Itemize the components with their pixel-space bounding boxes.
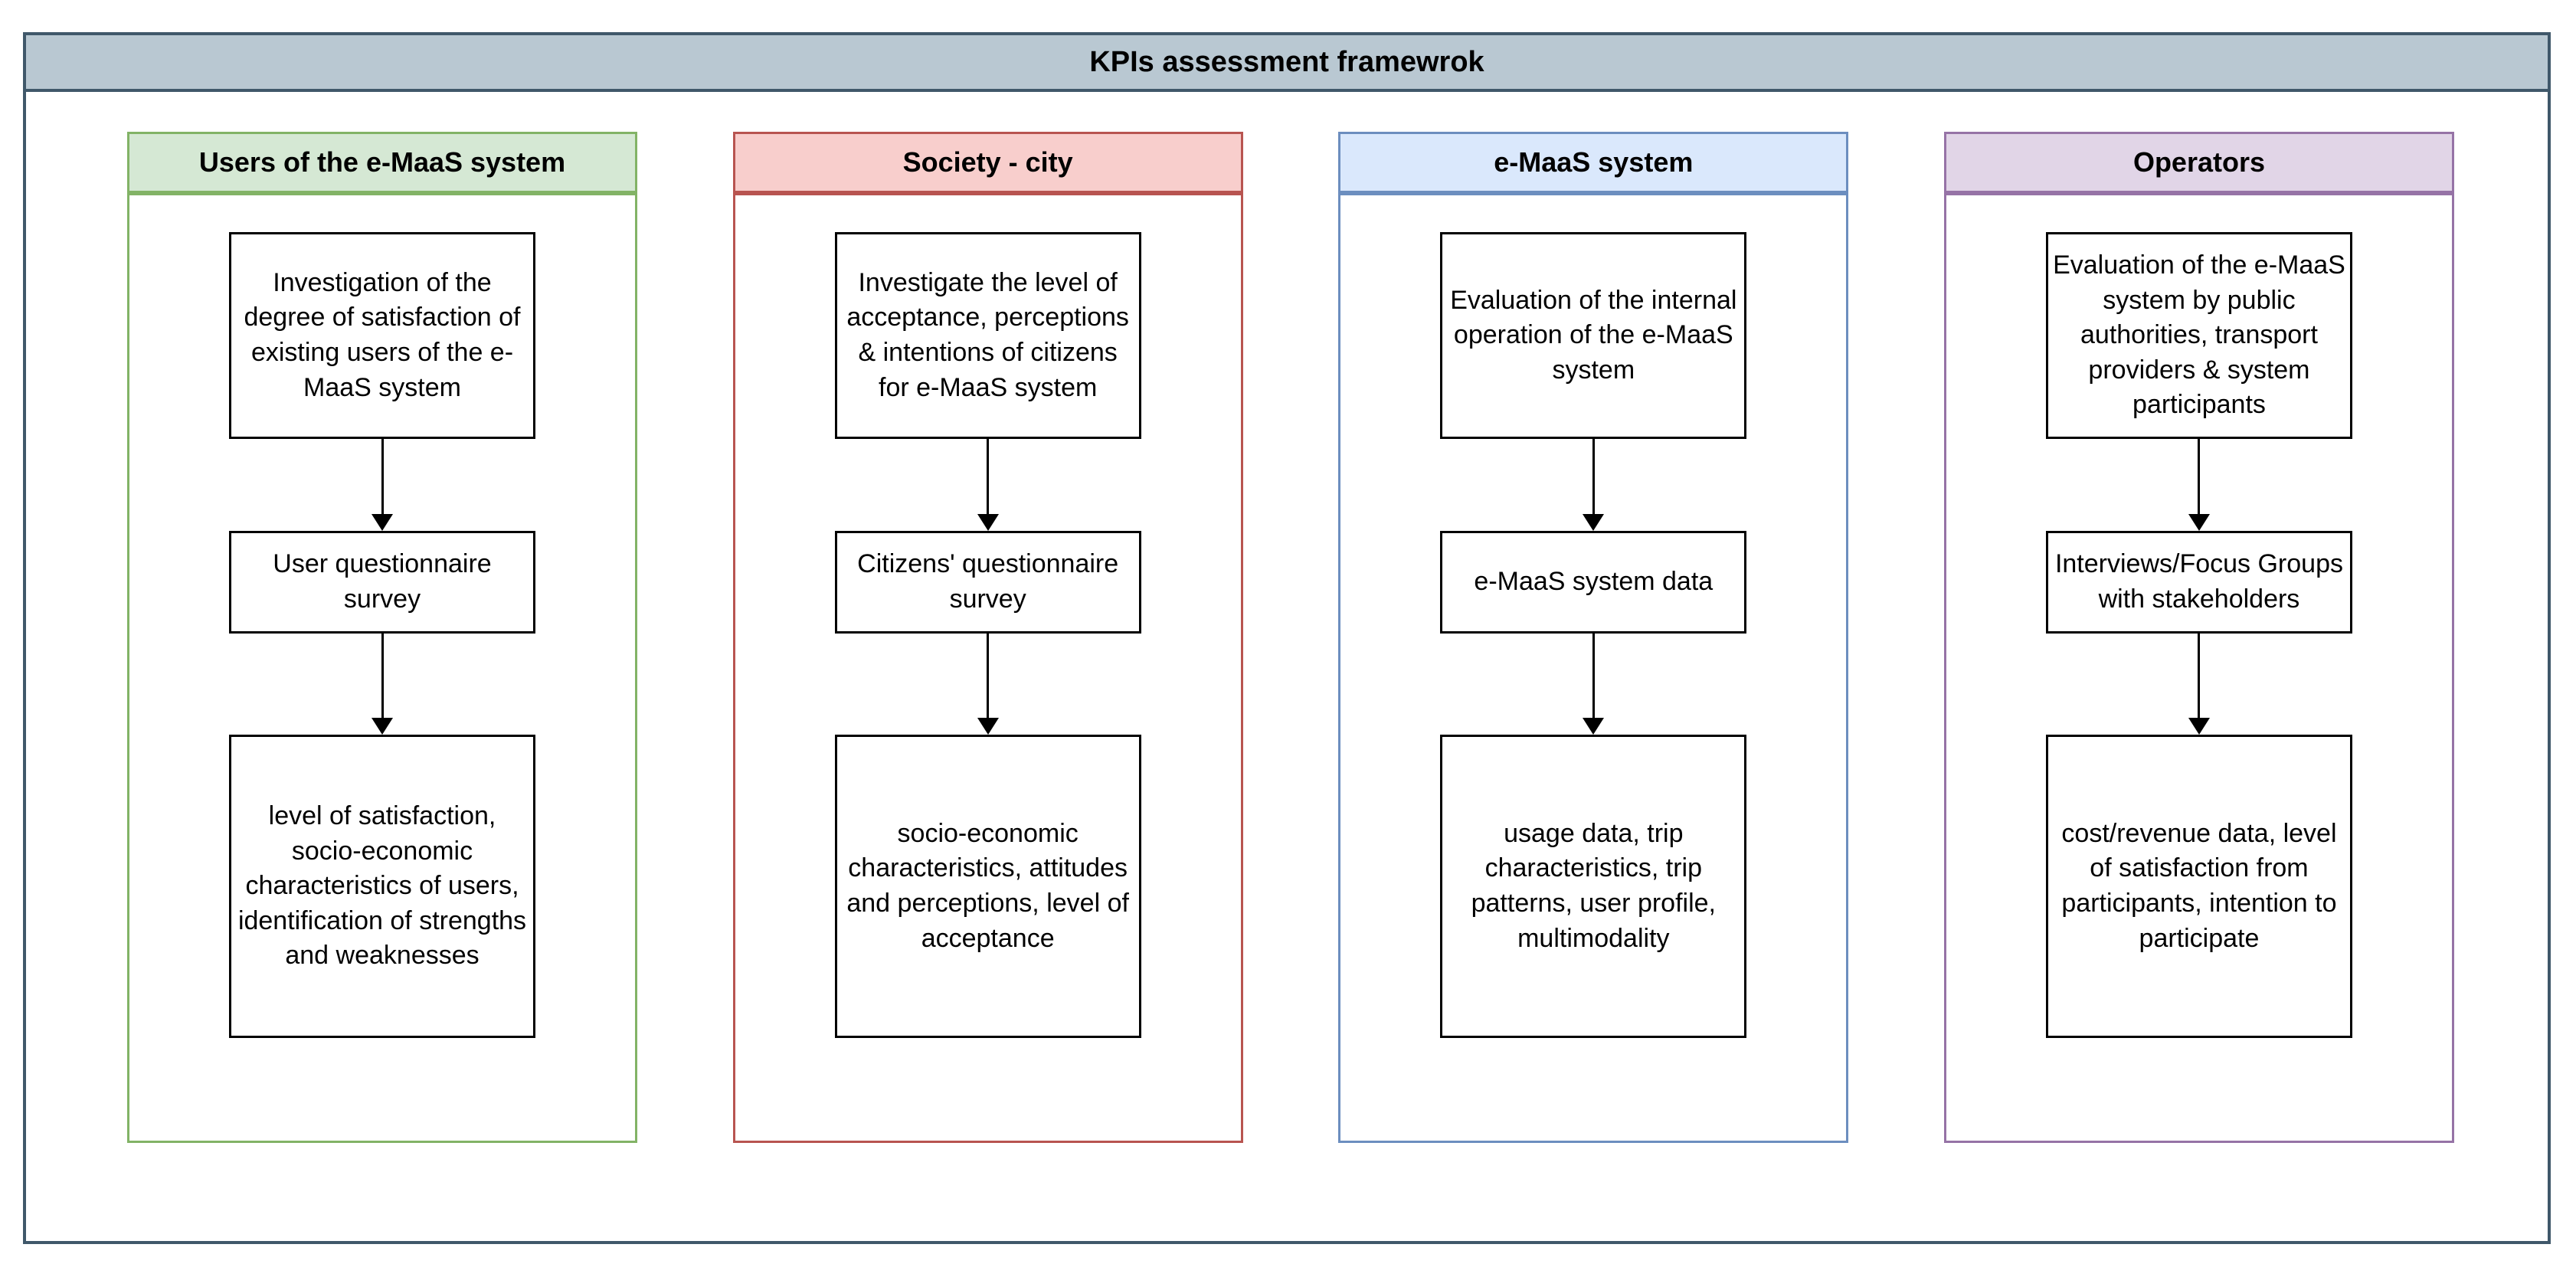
arrow-down-icon <box>2188 634 2210 735</box>
arrow-line <box>2198 439 2201 514</box>
arrow-head <box>1583 718 1605 735</box>
column-users: Users of the e-MaaS system Investigation… <box>127 132 637 1143</box>
diagram-title: KPIs assessment framewrok <box>1089 45 1484 78</box>
column-body-operators: Evaluation of the e-MaaS system by publi… <box>1943 193 2454 1143</box>
column-body-users: Investigation of the degree of satisfact… <box>127 193 637 1143</box>
arrow-head <box>372 718 393 735</box>
arrow-head <box>977 718 999 735</box>
column-operators: Operators Evaluation of the e-MaaS syste… <box>1943 132 2454 1143</box>
column-header-users: Users of the e-MaaS system <box>127 132 637 193</box>
arrow-head <box>2188 514 2210 531</box>
arrow-down-icon <box>372 634 393 735</box>
arrow-head <box>1583 514 1605 531</box>
arrow-line <box>1592 634 1595 718</box>
framework-frame: KPIs assessment framewrok Users of the e… <box>23 32 2551 1244</box>
arrow-line <box>381 439 384 514</box>
arrow-head <box>977 514 999 531</box>
column-header-society: Society - city <box>732 132 1243 193</box>
arrow-line <box>1592 439 1595 514</box>
node-society-objective: Investigate the level of acceptance, per… <box>834 232 1141 439</box>
columns-row: Users of the e-MaaS system Investigation… <box>26 92 2548 1143</box>
arrow-line <box>987 439 990 514</box>
node-emaas-method: e-MaaS system data <box>1440 531 1747 634</box>
arrow-line <box>2198 634 2201 718</box>
node-operators-outputs: cost/revenue data, level of satisfaction… <box>2045 735 2352 1038</box>
arrow-down-icon <box>1583 439 1605 531</box>
node-society-method: Citizens' questionnaire survey <box>834 531 1141 634</box>
arrow-head <box>372 514 393 531</box>
node-operators-objective: Evaluation of the e-MaaS system by publi… <box>2045 232 2352 439</box>
arrow-line <box>381 634 384 718</box>
arrow-down-icon <box>977 634 999 735</box>
column-emaas-system: e-MaaS system Evaluation of the internal… <box>1338 132 1849 1143</box>
node-users-objective: Investigation of the degree of satisfact… <box>229 232 535 439</box>
arrow-down-icon <box>2188 439 2210 531</box>
arrow-down-icon <box>372 439 393 531</box>
node-users-outputs: level of satisfaction, socio-economic ch… <box>229 735 535 1038</box>
column-header-operators: Operators <box>1943 132 2454 193</box>
node-society-outputs: socio-economic characteristics, attitude… <box>834 735 1141 1038</box>
arrow-down-icon <box>1583 634 1605 735</box>
node-users-method: User questionnaire survey <box>229 531 535 634</box>
column-body-society: Investigate the level of acceptance, per… <box>732 193 1243 1143</box>
column-society: Society - city Investigate the level of … <box>732 132 1243 1143</box>
diagram-title-bar: KPIs assessment framewrok <box>26 35 2548 92</box>
node-emaas-outputs: usage data, trip characteristics, trip p… <box>1440 735 1747 1038</box>
arrow-down-icon <box>977 439 999 531</box>
arrow-line <box>987 634 990 718</box>
column-header-emaas-system: e-MaaS system <box>1338 132 1849 193</box>
column-body-emaas-system: Evaluation of the internal operation of … <box>1338 193 1849 1143</box>
arrow-head <box>2188 718 2210 735</box>
node-operators-method: Interviews/Focus Groups with stakeholder… <box>2045 531 2352 634</box>
node-emaas-objective: Evaluation of the internal operation of … <box>1440 232 1747 439</box>
